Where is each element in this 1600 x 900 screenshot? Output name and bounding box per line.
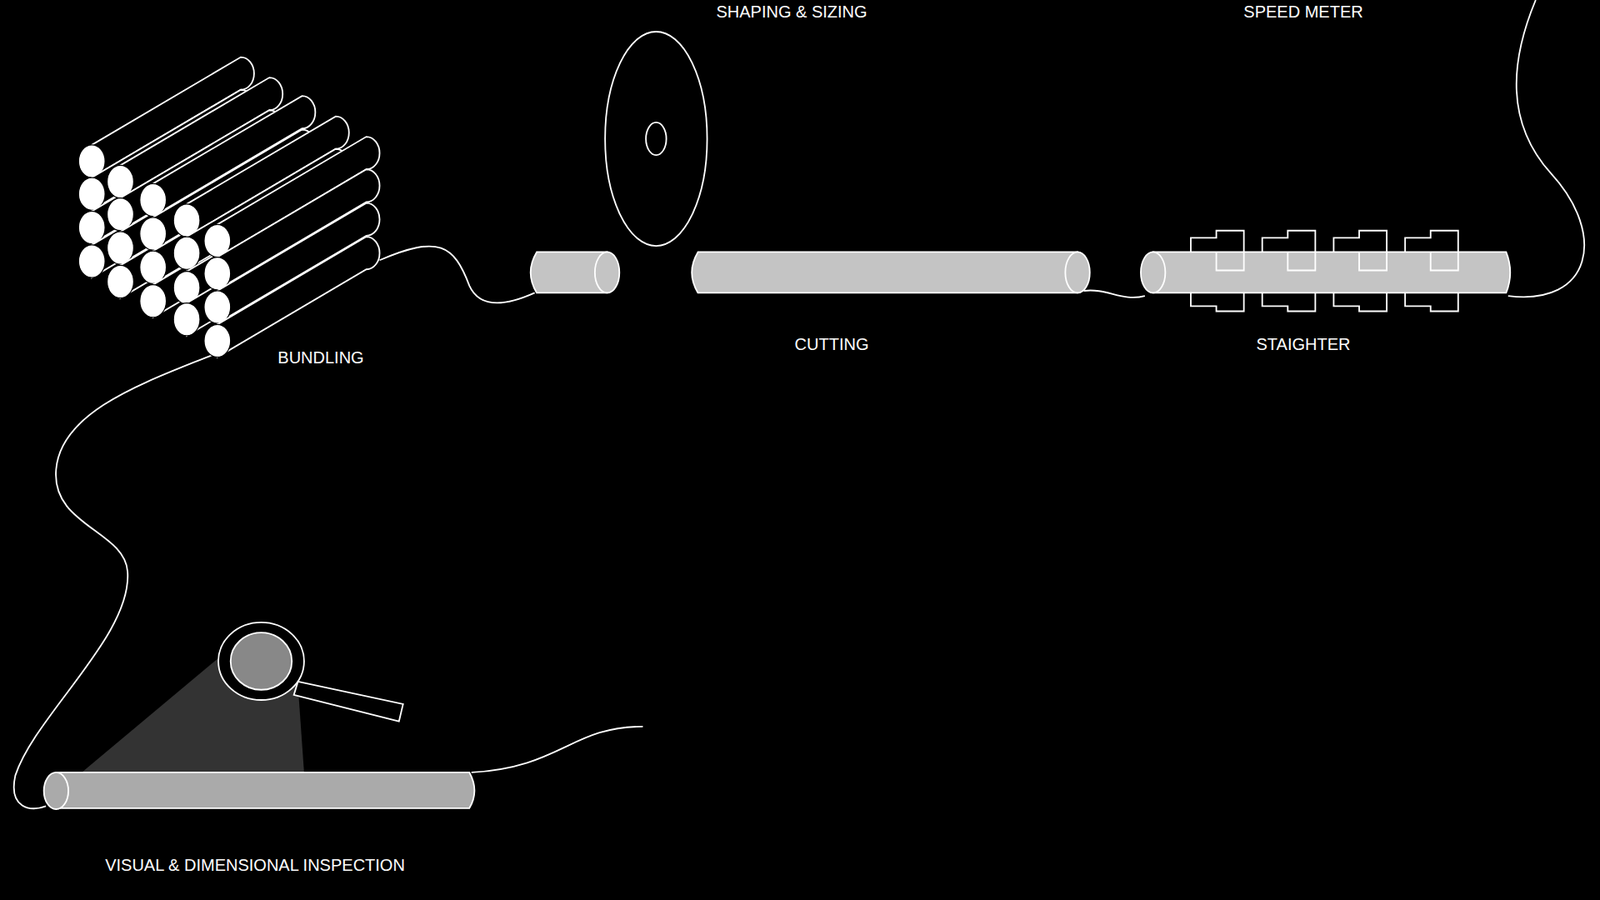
stage-label: SHAPING & SIZING: [715, 1, 867, 22]
wire: [380, 246, 535, 304]
rod-end: [78, 245, 105, 278]
wire: [1508, 0, 1585, 297]
straighter-rod: [1140, 251, 1510, 293]
rod-end: [173, 236, 200, 270]
cut-piece: [530, 251, 620, 293]
stage-label: CUTTING: [795, 334, 870, 355]
wire: [471, 726, 644, 773]
stage-label: VISUAL & DIMENSIONAL INSPECTION: [105, 855, 405, 875]
rod-end: [107, 265, 135, 298]
straighter-clamps: [1190, 230, 1459, 312]
stage-label: BUNDLING: [277, 347, 364, 368]
rod-bundle: [78, 57, 380, 358]
stage-label: SPEED METER: [1243, 1, 1363, 22]
wire: [1083, 290, 1145, 297]
stage-label: STAIGHTER: [1256, 334, 1351, 355]
inspection-rod: [44, 772, 475, 810]
rod-end: [173, 303, 200, 336]
rod-end: [204, 324, 231, 357]
magnifier: [218, 622, 404, 722]
cutting-rod: [691, 251, 1090, 293]
saw-disc: [605, 31, 707, 246]
rod-body: [217, 236, 380, 357]
rod-end: [140, 285, 167, 318]
